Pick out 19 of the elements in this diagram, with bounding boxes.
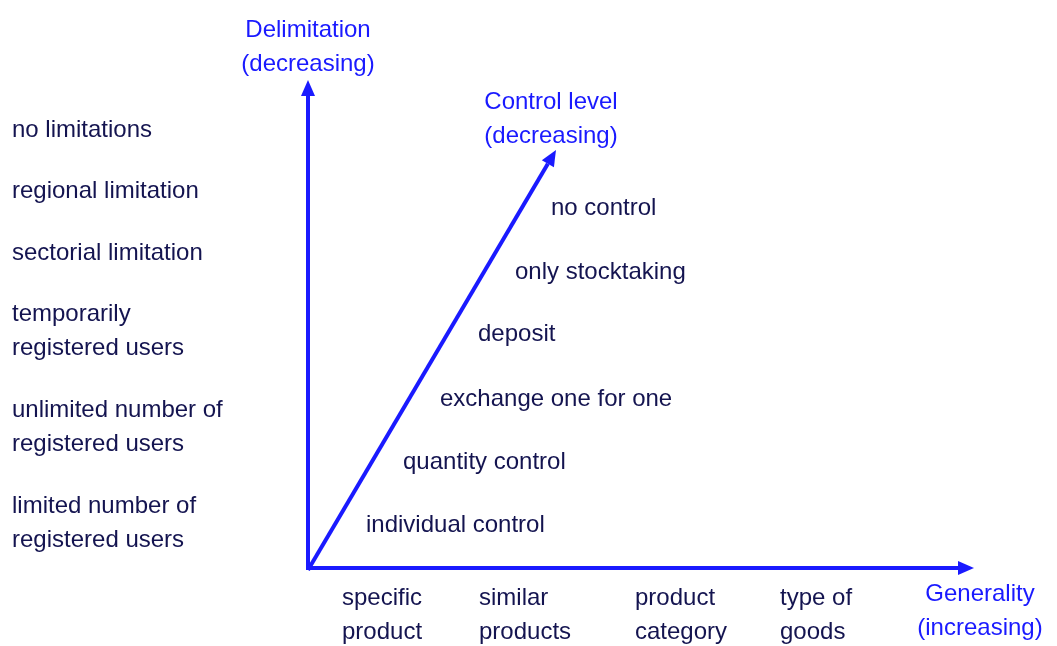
control-level: only stocktaking	[515, 256, 687, 286]
control-level: exchange one for one	[440, 383, 674, 413]
axis-title: Delimitation (decreasing)	[240, 14, 376, 78]
control-level: deposit	[478, 318, 557, 348]
generality-level: type of goods	[780, 582, 854, 646]
control-level: quantity control	[403, 446, 567, 476]
generality-level: specific product	[342, 582, 424, 646]
generality-level: similar products	[479, 582, 573, 646]
axis-title: Generality (increasing)	[916, 578, 1044, 642]
delimitation-level: sectorial limitation	[12, 237, 204, 267]
generality-level: product category	[635, 582, 729, 646]
delimitation-level: no limitations	[12, 114, 154, 144]
axis-title: Control level (decreasing)	[483, 86, 619, 150]
delimitation-level: regional limitation	[12, 175, 200, 205]
delimitation-level: unlimited number of registered users	[12, 394, 224, 458]
delimitation-level: temporarily registered users	[12, 298, 186, 362]
delimitation-level: limited number of registered users	[12, 490, 198, 554]
control-level: individual control	[366, 509, 546, 539]
control-level: no control	[551, 192, 658, 222]
